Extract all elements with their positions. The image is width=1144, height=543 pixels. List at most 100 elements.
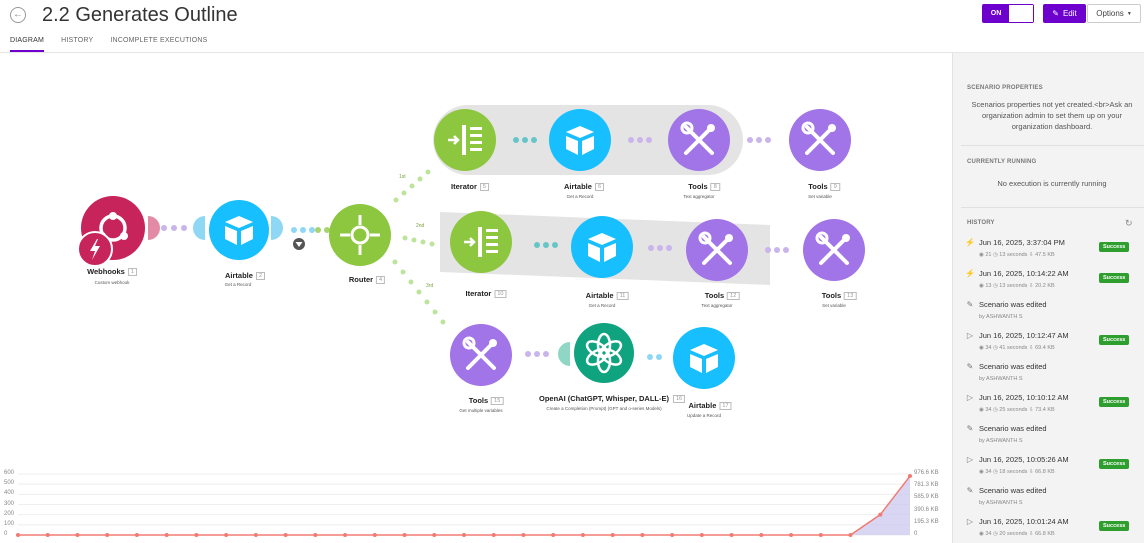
chart-point (224, 533, 229, 537)
chart-point (491, 533, 496, 537)
route-label-2: 2nd (416, 223, 425, 229)
chart-y-tick-right: 781.3 KB (914, 482, 939, 489)
module-sub-airtable-17: Update a Record (686, 413, 722, 418)
play-icon: ▷ (966, 517, 974, 526)
chart-point (432, 533, 437, 537)
header-divider (0, 52, 1144, 53)
chart-point (283, 533, 288, 537)
scheduling-toggle[interactable]: ON (982, 4, 1034, 23)
chart-point (729, 533, 734, 537)
chart-point (45, 533, 50, 537)
status-badge: Success (1099, 521, 1130, 531)
tab-history[interactable]: HISTORY (61, 37, 94, 44)
edit-icon: ✎ (1052, 9, 1059, 18)
edit-icon: ✎ (966, 486, 974, 495)
caret-down-icon: ▼ (1126, 10, 1132, 17)
play-icon: ▷ (966, 455, 974, 464)
status-badge: Success (1099, 335, 1130, 345)
play-icon: ▷ (966, 393, 974, 402)
chart-y-tick-right: 976.6 KB (914, 470, 939, 476)
chart-y-tick-left: 300 (4, 500, 15, 507)
chart-y-tick-right: 0 (914, 531, 918, 537)
tab-diagram[interactable]: DIAGRAM (10, 37, 45, 52)
chart-point (402, 533, 407, 537)
toggle-on-label: ON (983, 5, 1009, 22)
panel-divider-2 (961, 207, 1144, 208)
options-button[interactable]: Options ▼ (1087, 4, 1141, 23)
back-icon[interactable]: ← (10, 7, 26, 23)
history-item[interactable]: ⚡Jun 16, 2025, 10:14:22 AM◉ 13 ◷ 13 seco… (964, 269, 1144, 300)
module-sub-tools-9: Set variable (808, 194, 832, 199)
chart-point (194, 533, 199, 537)
history-header: HISTORY (967, 220, 995, 226)
edit-icon: ✎ (966, 362, 974, 371)
history-item[interactable]: ▷Jun 16, 2025, 10:05:26 AM◉ 34 ◷ 18 seco… (964, 455, 1144, 486)
chart-point (818, 533, 823, 537)
properties-header: SCENARIO PROPERTIES (967, 85, 1043, 91)
chart-y-tick-left: 400 (4, 490, 15, 497)
chart-point (878, 512, 883, 517)
status-badge: Success (1099, 242, 1130, 252)
scenario-diagram (77, 105, 865, 389)
webhooks-module (77, 196, 160, 267)
router-module (329, 204, 391, 266)
chart-point (313, 533, 318, 537)
history-item-title: Scenario was edited (979, 424, 1047, 433)
module-sub-tools-12: Text aggregator (701, 303, 733, 308)
module-sub-airtable-2: Get a Record (224, 282, 252, 287)
panel-divider-1 (961, 145, 1144, 146)
module-sub-tools-13: Set variable (822, 303, 846, 308)
edit-button-label: Edit (1062, 9, 1077, 18)
tools-module-13 (803, 219, 865, 281)
module-sub-airtable-11: Get a Record (588, 303, 616, 308)
page-title: 2.2 Generates Outline (42, 4, 238, 26)
history-item-title: Jun 16, 2025, 10:14:22 AM (979, 269, 1069, 278)
history-item-meta: by ASHWANTH S (979, 438, 1023, 444)
status-badge: Success (1099, 397, 1130, 407)
refresh-icon[interactable]: ↻ (1125, 218, 1133, 228)
history-item[interactable]: ▷Jun 16, 2025, 10:01:24 AM◉ 34 ◷ 20 seco… (964, 517, 1144, 543)
history-item-meta: ◉ 34 ◷ 25 seconds ⇩ 73.4 KB (979, 407, 1055, 413)
history-item-title: Scenario was edited (979, 486, 1047, 495)
history-item-meta: ◉ 34 ◷ 18 seconds ⇩ 66.8 KB (979, 469, 1055, 475)
module-label-openai-16: OpenAI (ChatGPT, Whisper, DALL-E) (538, 394, 670, 403)
history-item-meta: ◉ 34 ◷ 41 seconds ⇩ 69.4 KB (979, 345, 1055, 351)
chart-point (521, 533, 526, 537)
chart-point (848, 533, 853, 537)
chart-point (580, 533, 585, 537)
edit-icon: ✎ (966, 300, 974, 309)
trigger-icon: ⚡ (965, 269, 975, 278)
history-item[interactable]: ▷Jun 16, 2025, 10:12:47 AM◉ 34 ◷ 41 seco… (964, 331, 1144, 362)
chart-point (164, 533, 169, 537)
operations-chart (16, 473, 912, 537)
tools-module-9 (789, 109, 851, 171)
history-item[interactable]: ⚡Jun 16, 2025, 3:37:04 PM◉ 21 ◷ 13 secon… (964, 238, 1144, 269)
iterator-module-10 (450, 211, 512, 273)
chart-point (699, 533, 704, 537)
toggle-off-area (1009, 5, 1033, 22)
history-item[interactable]: ▷Jun 16, 2025, 10:10:12 AM◉ 34 ◷ 25 seco… (964, 393, 1144, 424)
tools-module-12 (686, 219, 748, 281)
running-text: No execution is currently running (997, 179, 1107, 188)
module-num-openai-16: 16 (672, 394, 686, 404)
tab-incomplete-executions[interactable]: INCOMPLETE EXECUTIONS (110, 37, 208, 44)
chart-point (16, 533, 20, 537)
chart-point (670, 533, 675, 537)
chart-point (462, 533, 466, 537)
edit-button[interactable]: ✎ Edit (1043, 4, 1086, 23)
airtable-module-2 (193, 200, 283, 260)
iterator-module-5 (434, 109, 496, 171)
history-item-meta: by ASHWANTH S (979, 314, 1023, 320)
